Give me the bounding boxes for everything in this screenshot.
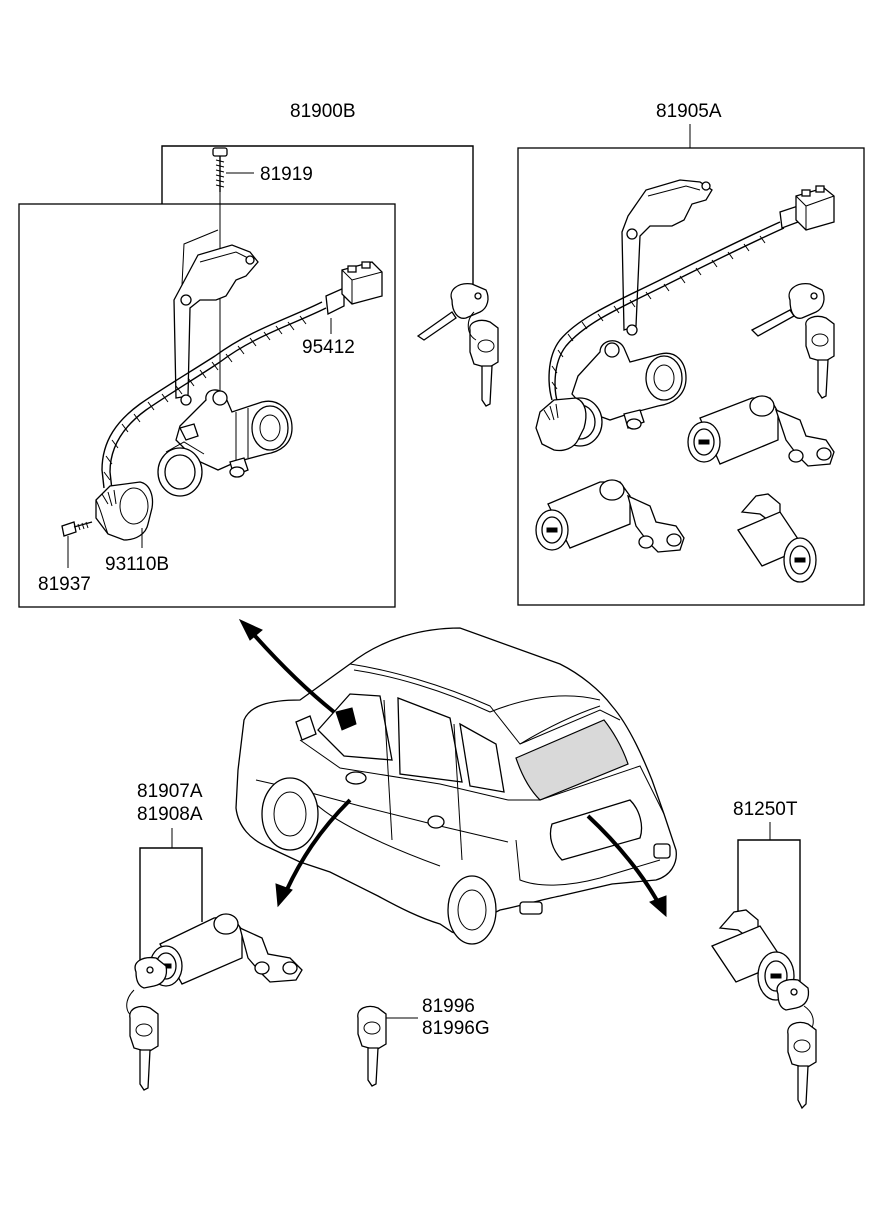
leader-81900B — [161, 145, 474, 286]
label-93110B: 93110B — [105, 554, 169, 575]
connector-95412 — [325, 261, 383, 334]
blank-key — [357, 1005, 387, 1051]
lock-set-group: 81905A — [517, 101, 865, 606]
steering-bracket-2 — [621, 179, 713, 336]
door-cylinder-right-box — [687, 395, 835, 467]
label-95412: 95412 — [302, 337, 355, 358]
label-81908A: 81908A — [137, 804, 203, 825]
arrow-door — [282, 798, 352, 897]
vehicle-illustration — [235, 627, 677, 945]
ignition-lock-housing — [157, 389, 293, 497]
key-pair-81250T — [776, 978, 817, 1110]
label-81937: 81937 — [38, 574, 91, 595]
door-lock-group: 81907A 81908A — [126, 781, 303, 1091]
label-81900B: 81900B — [290, 101, 356, 122]
leader-81250T — [737, 839, 801, 990]
label-81250T: 81250T — [733, 799, 798, 820]
switch-body-93110B — [95, 481, 154, 548]
label-81919: 81919 — [260, 164, 313, 185]
tailgate-lock-group: 81250T — [711, 799, 817, 1110]
screw-81937 — [61, 521, 93, 568]
label-81996G: 81996G — [422, 1018, 490, 1039]
lock-set-box — [517, 147, 865, 606]
door-cylinder-left-box — [535, 479, 685, 553]
arrow-tailgate — [586, 814, 662, 907]
connector-2 — [779, 185, 835, 231]
key-pair-81907A — [126, 956, 168, 1091]
blank-key-group: 81996 81996G — [357, 996, 490, 1087]
leader-81907A — [139, 847, 203, 960]
screw-81919 — [212, 147, 254, 192]
steering-bracket — [173, 229, 259, 406]
key-pair-81905A — [750, 283, 835, 399]
tailgate-cylinder-box — [737, 493, 817, 583]
ignition-assembly-box — [18, 203, 396, 608]
label-81996: 81996 — [422, 996, 475, 1017]
arrow-ignition — [246, 626, 336, 714]
label-81905A: 81905A — [656, 101, 722, 122]
arrows — [238, 618, 667, 918]
label-81907A: 81907A — [137, 781, 203, 802]
wiring-harness — [101, 301, 327, 491]
key-pair-81900B — [416, 283, 499, 407]
wiring-harness-2 — [548, 221, 785, 405]
switch-body-2 — [535, 397, 587, 452]
ignition-assembly-group: 81900B 81919 — [18, 101, 474, 608]
